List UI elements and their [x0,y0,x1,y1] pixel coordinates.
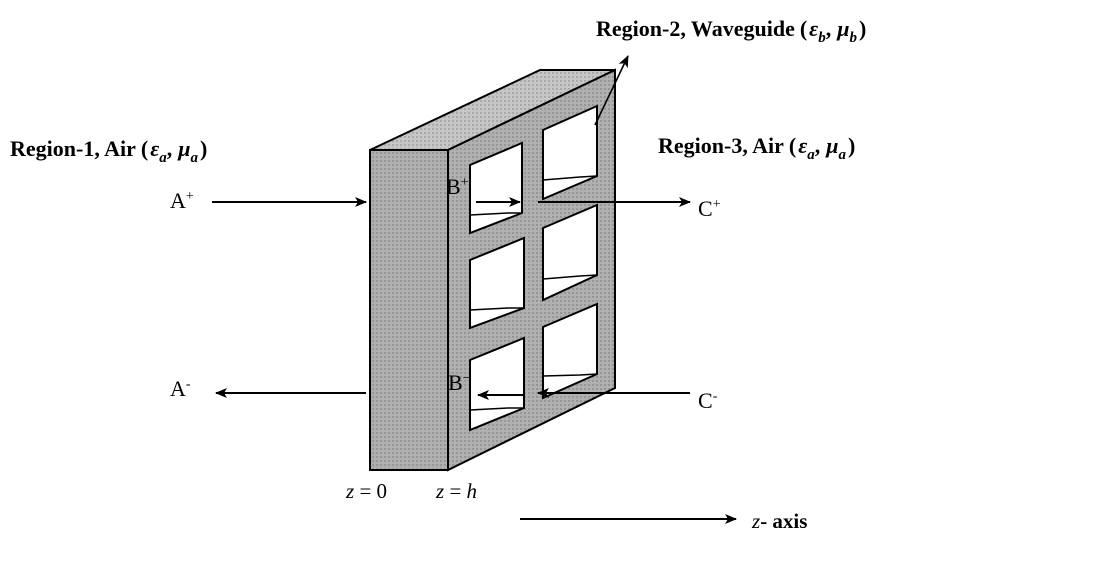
hole-depth-lines [469,175,598,411]
b-minus-label: B− [448,370,471,395]
c-plus-label: C+ [698,196,721,221]
c-minus-label: C- [698,388,718,413]
a-minus-label: A- [170,376,191,401]
region2-pointer-arrow [594,55,629,126]
region3-label: Region-3, Air(εa,μa) [658,133,855,163]
z-axis-label: z- axis [751,509,807,533]
region2-label: Region-2, Waveguide(εb,μb) [596,16,866,46]
b-plus-label: B+ [446,174,469,199]
region1-label: Region-1, Air(εa,μa) [10,136,207,166]
zh-label: z = h [435,479,477,503]
z0-label: z = 0 [345,479,387,503]
a-plus-label: A+ [170,188,194,213]
waveguide-slab [369,68,616,472]
slab-left-face [369,149,449,471]
